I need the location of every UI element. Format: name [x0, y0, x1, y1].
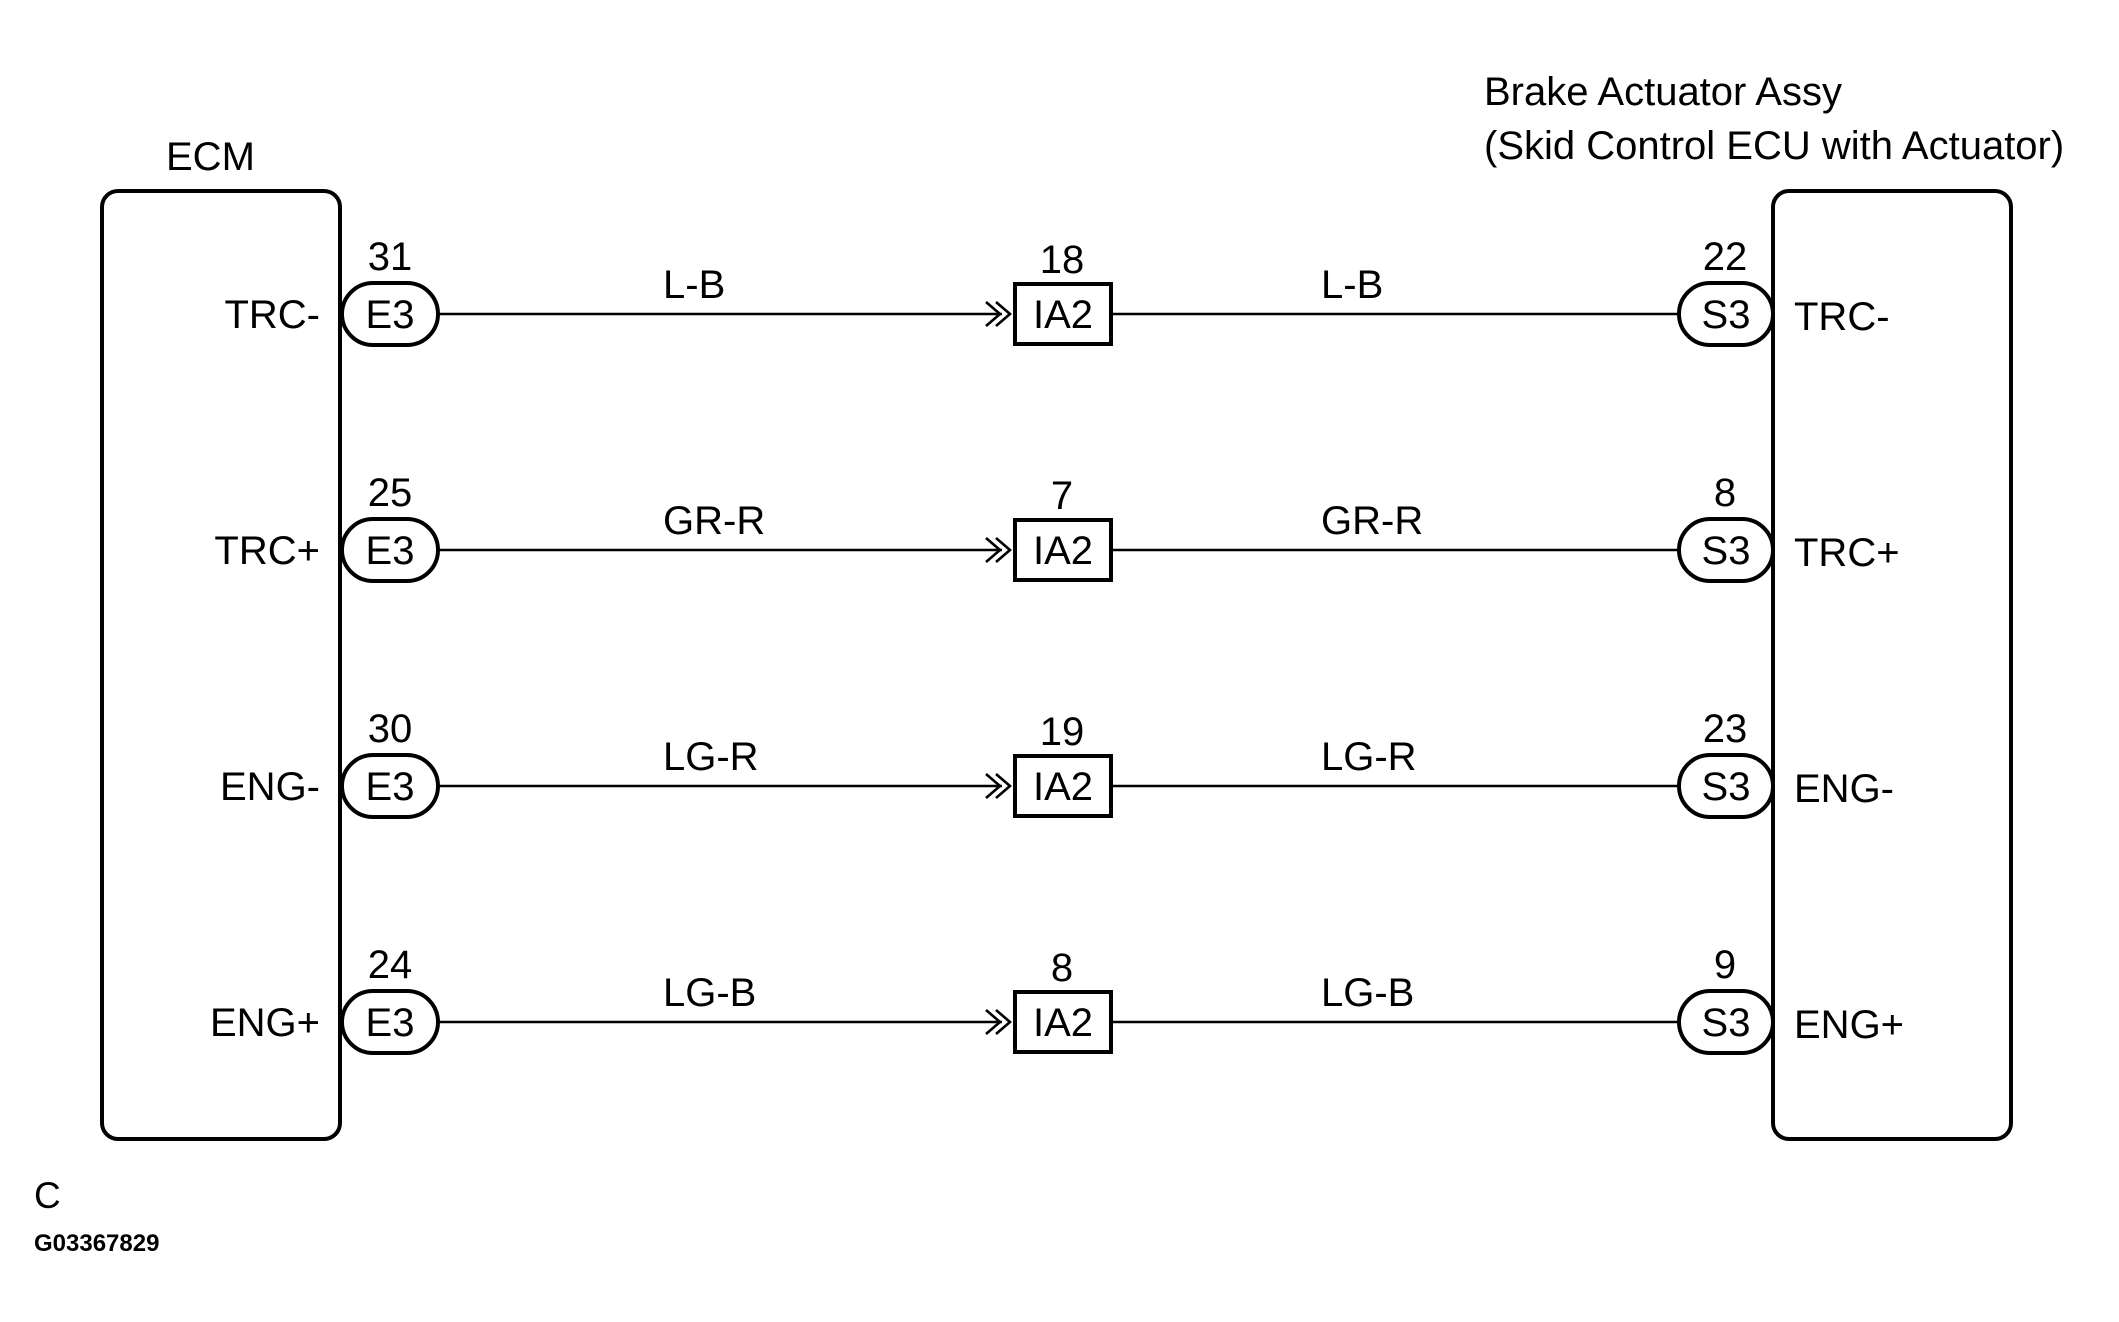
junction-connector-box — [1013, 990, 1113, 1054]
ecm-connector-label: E3 — [366, 765, 415, 809]
actuator-signal-label: TRC+ — [1794, 531, 1900, 575]
corner-letter: C — [34, 1175, 61, 1216]
inline-connector-chevron-icon — [985, 773, 1012, 799]
ecm-connector-label: E3 — [366, 1001, 415, 1045]
actuator-pin-number: 22 — [1703, 235, 1748, 279]
junction-connector-box — [1013, 282, 1113, 346]
wire-color-left: L-B — [663, 263, 725, 307]
junction-connector-box — [1013, 518, 1113, 582]
ecm-pin-number: 30 — [368, 707, 413, 751]
actuator-connector-pill — [1677, 989, 1775, 1055]
actuator-connector-pill — [1677, 753, 1775, 819]
junction-pin-number: 7 — [1051, 474, 1073, 518]
inline-connector-chevron-icon — [985, 1009, 1012, 1035]
wire-color-right: L-B — [1321, 263, 1383, 307]
junction-connector-label: IA2 — [1033, 293, 1093, 337]
wire-color-left: LG-R — [663, 735, 759, 779]
ecm-signal-label: ENG- — [220, 765, 320, 809]
ecm-connector-pill — [340, 517, 440, 583]
ecm-signal-label: ENG+ — [210, 1001, 320, 1045]
ecm-box — [100, 189, 342, 1141]
ecm-pin-number: 25 — [368, 471, 413, 515]
wire-color-right: GR-R — [1321, 499, 1423, 543]
actuator-signal-label: ENG+ — [1794, 1003, 1904, 1047]
junction-connector-box — [1013, 754, 1113, 818]
ecm-signal-label: TRC- — [224, 293, 320, 337]
actuator-signal-label: TRC- — [1794, 295, 1890, 339]
junction-connector-label: IA2 — [1033, 1001, 1093, 1045]
actuator-connector-pill — [1677, 281, 1775, 347]
inline-connector-chevron-icon — [985, 537, 1012, 563]
ecm-connector-pill — [340, 281, 440, 347]
junction-pin-number: 18 — [1040, 238, 1085, 282]
ecm-pin-number: 24 — [368, 943, 413, 987]
ecm-connector-label: E3 — [366, 293, 415, 337]
actuator-pin-number: 23 — [1703, 707, 1748, 751]
junction-pin-number: 8 — [1051, 946, 1073, 990]
actuator-title-line2: (Skid Control ECU with Actuator) — [1484, 124, 2064, 168]
junction-pin-number: 19 — [1040, 710, 1085, 754]
actuator-connector-pill — [1677, 517, 1775, 583]
actuator-connector-label: S3 — [1702, 765, 1751, 809]
actuator-pin-number: 9 — [1714, 943, 1736, 987]
inline-connector-chevron-icon — [985, 301, 1012, 327]
ecm-pin-number: 31 — [368, 235, 413, 279]
wire-color-right: LG-B — [1321, 971, 1414, 1015]
ecm-signal-label: TRC+ — [214, 529, 320, 573]
ecm-title: ECM — [166, 135, 255, 179]
junction-connector-label: IA2 — [1033, 529, 1093, 573]
actuator-connector-label: S3 — [1702, 1001, 1751, 1045]
wire-color-left: LG-B — [663, 971, 756, 1015]
junction-connector-label: IA2 — [1033, 765, 1093, 809]
actuator-connector-label: S3 — [1702, 529, 1751, 573]
actuator-box — [1771, 189, 2013, 1141]
ecm-connector-label: E3 — [366, 529, 415, 573]
figure-id: G03367829 — [34, 1230, 159, 1257]
ecm-connector-pill — [340, 753, 440, 819]
actuator-signal-label: ENG- — [1794, 767, 1894, 811]
wire-color-left: GR-R — [663, 499, 765, 543]
actuator-title-line1: Brake Actuator Assy — [1484, 70, 1842, 114]
actuator-pin-number: 8 — [1714, 471, 1736, 515]
ecm-connector-pill — [340, 989, 440, 1055]
wire-color-right: LG-R — [1321, 735, 1417, 779]
actuator-connector-label: S3 — [1702, 293, 1751, 337]
